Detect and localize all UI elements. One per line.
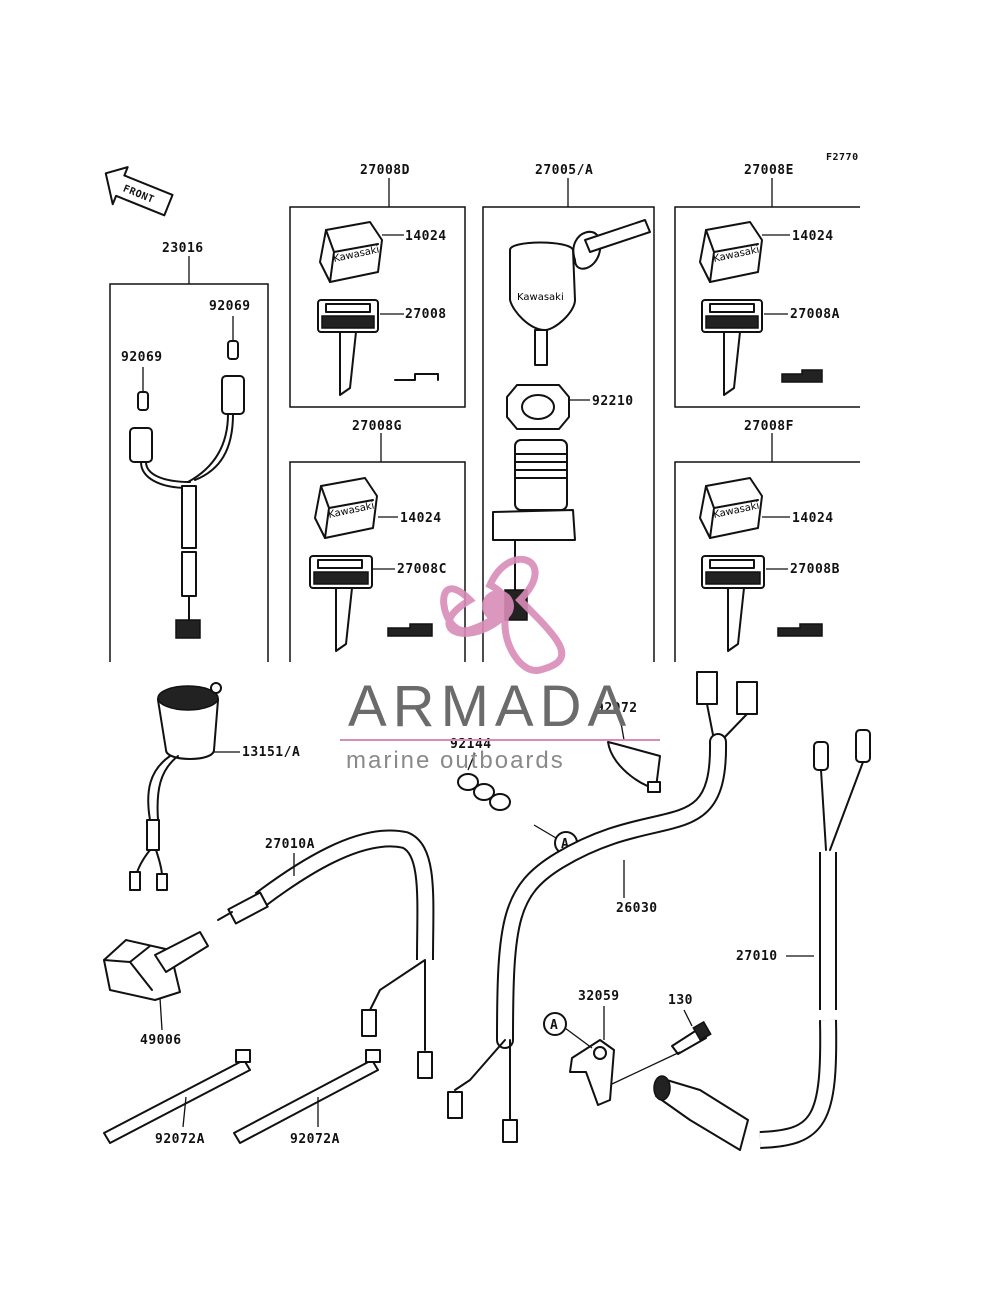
- group-box-27005A: 27005/A: [482, 163, 655, 662]
- group-label-27008F: 27008F: [744, 419, 794, 434]
- label-32059: 32059: [578, 989, 620, 1004]
- label-92072A-1: 92072A: [155, 1132, 205, 1147]
- cap-92144: [340, 700, 535, 827]
- label-27008B: 27008B: [790, 562, 840, 577]
- group-box-27008E: 27008E: [674, 163, 860, 408]
- label-14024-d: 14024: [405, 229, 447, 244]
- label-13151A: 13151/A: [242, 745, 300, 760]
- bracket-32059: [569, 1039, 615, 1106]
- group-label-27008G: 27008G: [352, 419, 402, 434]
- label-49006: 49006: [140, 1033, 182, 1048]
- label-92069-a: 92069: [209, 299, 251, 314]
- label-27010: 27010: [736, 949, 778, 964]
- knob-14024-g: Kawasaki: [314, 477, 378, 539]
- cable-tie-92072A-2: [233, 1049, 381, 1144]
- wire-harness-23016: [129, 340, 245, 639]
- label-14024-f: 14024: [792, 511, 834, 526]
- switch-49006: [103, 931, 209, 1001]
- label-27008C: 27008C: [397, 562, 447, 577]
- group-box-27008F: 27008F: [674, 419, 860, 662]
- group-box-23016: 23016: [109, 241, 269, 662]
- knob-14024-f: Kawasaki: [699, 477, 763, 539]
- label-92072A-2: 92072A: [290, 1132, 340, 1147]
- key-27008A: [701, 299, 763, 396]
- label-26030: 26030: [616, 901, 658, 916]
- group-box-27008G: 27008G: [289, 419, 466, 662]
- group-label-27008D: 27008D: [360, 163, 410, 178]
- figure-code: F2770: [826, 152, 859, 163]
- label-92072: 92072: [596, 701, 638, 716]
- key-27008: [317, 299, 379, 396]
- ignition-key-27005: Kawasaki: [509, 219, 651, 366]
- group-label-27005A: 27005/A: [535, 163, 593, 178]
- nut-92210: [506, 384, 570, 430]
- key-profile-27008E: [781, 369, 823, 383]
- group-box-27008D: 27008D: [289, 163, 466, 408]
- label-27008: 27008: [405, 307, 447, 322]
- sensor-cable-27010: [653, 729, 871, 1151]
- cable-tie-92072A-1: [103, 1049, 251, 1144]
- watermark-title: ARMADA: [348, 674, 632, 739]
- group-label-23016: 23016: [162, 241, 204, 256]
- indicator-13151A: [129, 682, 222, 891]
- label-130: 130: [668, 993, 693, 1008]
- key-profile-27008G: [387, 623, 433, 637]
- knob-14024-e: Kawasaki: [699, 221, 763, 283]
- label-14024-g: 14024: [400, 511, 442, 526]
- label-27008A: 27008A: [790, 307, 840, 322]
- label-92069-b: 92069: [121, 350, 163, 365]
- ref-label-a2: A: [550, 1018, 558, 1033]
- front-arrow-icon: FRONT: [104, 166, 174, 217]
- watermark-logo-icon: [440, 555, 566, 674]
- label-14024-e: 14024: [792, 229, 834, 244]
- key-profile-27008D: [394, 373, 439, 381]
- label-27010A: 27010A: [265, 837, 315, 852]
- knob-14024-d: Kawasaki: [319, 221, 383, 283]
- cable-27010A: [217, 829, 435, 1079]
- ref-label-a1: A: [561, 837, 569, 852]
- bolt-130: [671, 1020, 712, 1055]
- label-92210: 92210: [592, 394, 634, 409]
- key-27008B: [701, 555, 765, 652]
- clamp-92072: [607, 741, 661, 793]
- watermark-subtitle: marine outboards: [346, 747, 565, 774]
- ref-marker-a2: [543, 1012, 567, 1036]
- group-label-27008E: 27008E: [744, 163, 794, 178]
- svg-text:Kawasaki: Kawasaki: [517, 292, 564, 303]
- wire-26030: [447, 671, 758, 1143]
- key-profile-27008F: [777, 623, 823, 637]
- key-27008C: [309, 555, 373, 652]
